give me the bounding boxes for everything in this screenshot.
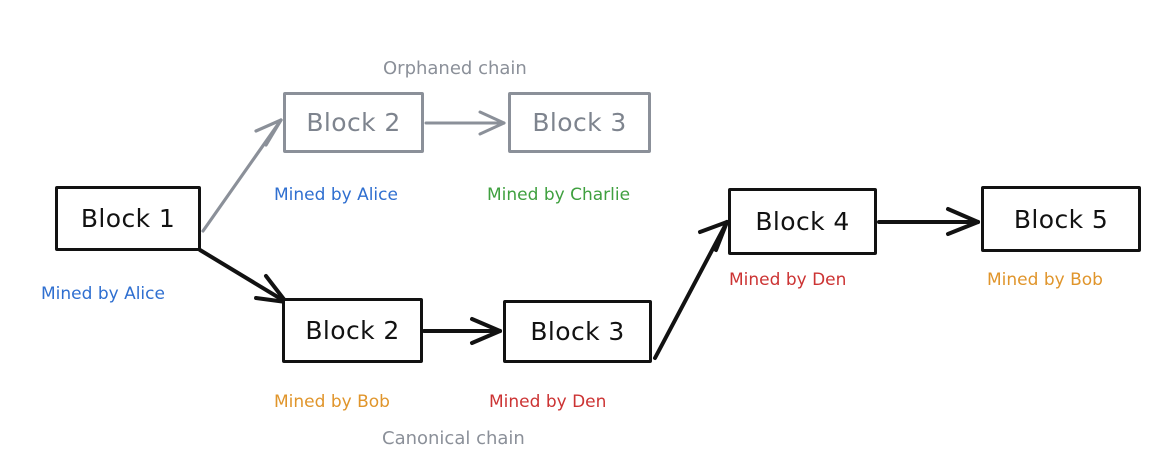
block-label: Block 3 xyxy=(530,317,625,346)
block-label: Block 5 xyxy=(1013,204,1109,234)
arrow-block1-to-canon-block2 xyxy=(198,248,288,304)
miner-label-block5: Mined by Bob xyxy=(987,270,1103,290)
miner-label-block1: Mined by Alice xyxy=(41,284,165,304)
miner-label-block4: Mined by Den xyxy=(729,270,847,290)
arrow-block1-to-orphan-block2 xyxy=(201,118,283,233)
block-node-block4[interactable]: Block 4 xyxy=(728,188,877,255)
arrow-orphan-block2-to-orphan-block3 xyxy=(424,110,506,136)
miner-label-orphan-block2: Mined by Alice xyxy=(274,185,398,205)
block-node-orphan-block3[interactable]: Block 3 xyxy=(508,92,651,153)
block-label: Block 1 xyxy=(80,204,176,233)
miner-label-canon-block3: Mined by Den xyxy=(489,392,607,412)
block-node-canon-block3[interactable]: Block 3 xyxy=(503,300,652,363)
miner-label-canon-block2: Mined by Bob xyxy=(274,392,390,412)
block-node-orphan-block2[interactable]: Block 2 xyxy=(283,92,424,153)
caption-canonical-chain: Canonical chain xyxy=(382,428,525,449)
arrow-canon-block2-to-canon-block3 xyxy=(422,317,502,345)
arrow-canon-block3-to-block4 xyxy=(653,220,729,360)
block-node-canon-block2[interactable]: Block 2 xyxy=(282,298,423,363)
block-label: Block 3 xyxy=(532,108,627,137)
block-node-block5[interactable]: Block 5 xyxy=(981,186,1141,252)
arrow-block4-to-block5 xyxy=(877,207,980,236)
caption-orphaned-chain: Orphaned chain xyxy=(383,58,527,79)
block-node-block1[interactable]: Block 1 xyxy=(55,186,201,251)
miner-label-orphan-block3: Mined by Charlie xyxy=(487,185,631,205)
block-label: Block 4 xyxy=(755,207,850,236)
block-label: Block 2 xyxy=(305,316,400,345)
block-label: Block 2 xyxy=(306,108,401,137)
